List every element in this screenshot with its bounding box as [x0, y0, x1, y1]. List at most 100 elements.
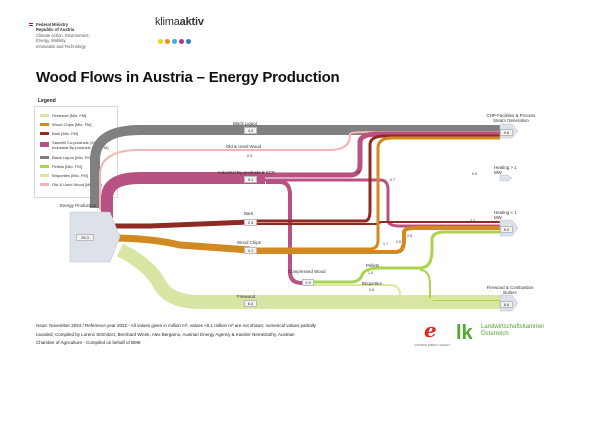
node-label-briquettes: Briquettes: [362, 281, 382, 286]
legend-label: Old & Used Wood [Mio. FM]: [52, 182, 102, 187]
klimaaktiv-dot-icon: [165, 39, 170, 44]
node-label-compressed-wood: Compressed Wood: [288, 269, 326, 274]
legend-swatch: [40, 156, 49, 159]
flow-industrial-scp: [101, 172, 265, 218]
flow-bark: [112, 219, 251, 229]
node-value-wood-chips: 4.1: [244, 247, 257, 254]
flow-bark-to-chp: [255, 134, 500, 223]
lk-line: Landwirtschaftskammer: [481, 324, 545, 330]
footer-line: rounded; Compiled by Lorenz Strimitzer, …: [36, 331, 295, 337]
node-label-black-liquor: Black Liquor: [233, 121, 258, 126]
klimaaktiv-dot-icon: [172, 39, 177, 44]
legend-swatch: [40, 142, 49, 147]
node-label-firewood-boilers: Firewood & Combustion Boilers: [486, 285, 534, 295]
lk-logo-text: Landwirtschaftskammer Österreich: [481, 324, 544, 338]
klimaaktiv-dot-icon: [158, 39, 163, 44]
flow-scp-to-chp: [265, 131, 500, 178]
node-label-wood-chips: Wood Chips: [237, 240, 261, 245]
node-label-energy-production: Energy Production: [60, 203, 97, 208]
footer-line: Issue: November 2024 / Reference year 20…: [36, 323, 317, 328]
klimaaktiv-dot-icon: [179, 39, 184, 44]
legend-label: Wood Chips [Mio. FM]: [52, 122, 92, 127]
legend-swatch: [40, 174, 49, 177]
legend-label: Sawmill Co-products (SCP) Industrial By-…: [52, 140, 109, 150]
legend-swatch: [40, 132, 49, 135]
flow-chips-to-heating: [255, 226, 500, 254]
klimaaktiv-dot-icon: [186, 39, 191, 44]
node-value-heating-lt: 5.0: [500, 226, 513, 233]
ministry-logo: Federal Ministry Republic of Austria Cli…: [29, 22, 146, 49]
legend-label: Pellets [Mio. FM]: [52, 164, 82, 169]
flow-black-liquor: [90, 125, 510, 208]
legend-swatch: [40, 123, 49, 126]
legend-swatch: [40, 165, 49, 168]
node-label-bark: Bark: [244, 211, 254, 216]
node-value-firewood-boilers: 8.8: [500, 301, 513, 308]
flow-value: 0.7: [470, 219, 475, 223]
energy-production-arrow: [69, 211, 121, 263]
legend-item: Pellets [Mio. FM]: [40, 164, 82, 169]
node-value-firewood: 6.3: [244, 300, 257, 307]
legend-item: Sawmill Co-products (SCP) Industrial By-…: [40, 140, 112, 150]
node-value-bark: 2.3: [244, 219, 257, 226]
flow-scp-to-heating: [265, 178, 500, 228]
flow-value: 0.7: [390, 178, 395, 182]
page-title: Wood Flows in Austria – Energy Productio…: [36, 69, 340, 86]
flow-value: 0.9: [472, 172, 477, 176]
flow-wood-chips: [111, 234, 251, 254]
legend-swatch: [40, 114, 49, 117]
node-value-chp: 9.8: [500, 129, 513, 136]
legend-title: Legend: [38, 98, 56, 104]
flow-value: 1.8: [355, 170, 360, 174]
legend-label: Bark [Mio. FM]: [52, 131, 79, 136]
flow-briquettes: [312, 284, 500, 300]
node-label-industrial: Industrial By-products & SCP: [218, 170, 275, 175]
flow-value: 1.7: [383, 242, 388, 246]
legend-item: Briquettes [Mio. FM]: [40, 173, 88, 178]
flow-value: 2.5: [407, 234, 412, 238]
legend-label: Black Liquor [Mio. FM]: [52, 155, 92, 160]
legend-label: Briquettes [Mio. FM]: [52, 173, 88, 178]
lk-logo: lk: [456, 322, 473, 344]
flow-pellets: [312, 230, 500, 284]
flow-old-used-wood: [99, 131, 500, 210]
footer-notes: Issue: November 2024 / Reference year 20…: [36, 322, 416, 348]
legend-item: Wood Chips [Mio. FM]: [40, 122, 92, 127]
lk-line: Österreich: [481, 331, 509, 337]
node-label-heating-gt: Heating > 1 MW: [494, 165, 517, 175]
klima-prefix: klima: [155, 16, 180, 28]
flow-scp-to-compressed: [266, 180, 303, 285]
node-value-briquettes: 0.5: [369, 288, 374, 292]
node-label-firewood: Firewood: [237, 294, 256, 299]
node-label-pellets: Pellets: [366, 263, 380, 268]
output-arrow-heating-gt: [499, 174, 513, 182]
legend-label: Firewood [Mio. FM]: [52, 113, 87, 118]
ministry-line: Federal Ministry: [36, 22, 69, 27]
flow-value: 2.6: [396, 240, 401, 244]
klimaaktiv-dots: [158, 31, 193, 49]
footer-line: Chamber of Agriculture - Compiled on beh…: [36, 340, 141, 346]
node-value-industrial: 9.1: [244, 176, 257, 183]
austria-flag-icon: [29, 23, 33, 26]
node-value-old-used-wood: 0.5: [247, 154, 252, 158]
node-label-old-used-wood: Old & Used Wood: [226, 144, 262, 149]
ministry-line: Energy, Mobility,: [36, 38, 67, 44]
legend-item: Bark [Mio. FM]: [40, 131, 78, 136]
legend-item: Old & Used Wood [Mio. FM]: [40, 182, 102, 187]
klima-suffix: aktiv: [179, 16, 204, 28]
legend-item: Black Liquor [Mio. FM]: [40, 155, 92, 160]
node-label-heating-lt: Heating < 1 MW: [494, 210, 517, 220]
legend: Firewood [Mio. FM] Wood Chips [Mio. FM] …: [34, 106, 118, 198]
node-label-chp: CHP-Facilities & Process Steam Generatio…: [486, 113, 536, 123]
node-value-energy-production: 28,3: [76, 234, 94, 241]
ministry-line: Republic of Austria: [36, 27, 75, 33]
ministry-line: Climate Action, Environment,: [36, 32, 90, 38]
legend-swatch: [40, 183, 49, 186]
energy-agency-logo: e: [424, 318, 437, 342]
flow-firewood: [116, 243, 500, 309]
energy-agency-caption: AUSTRIAN ENERGY AGENCY: [414, 344, 451, 347]
node-value-black-liquor: 4.9: [244, 127, 257, 134]
klimaaktiv-logo: klimaaktiv: [155, 16, 204, 28]
flow-chips-to-chp: [255, 136, 500, 251]
